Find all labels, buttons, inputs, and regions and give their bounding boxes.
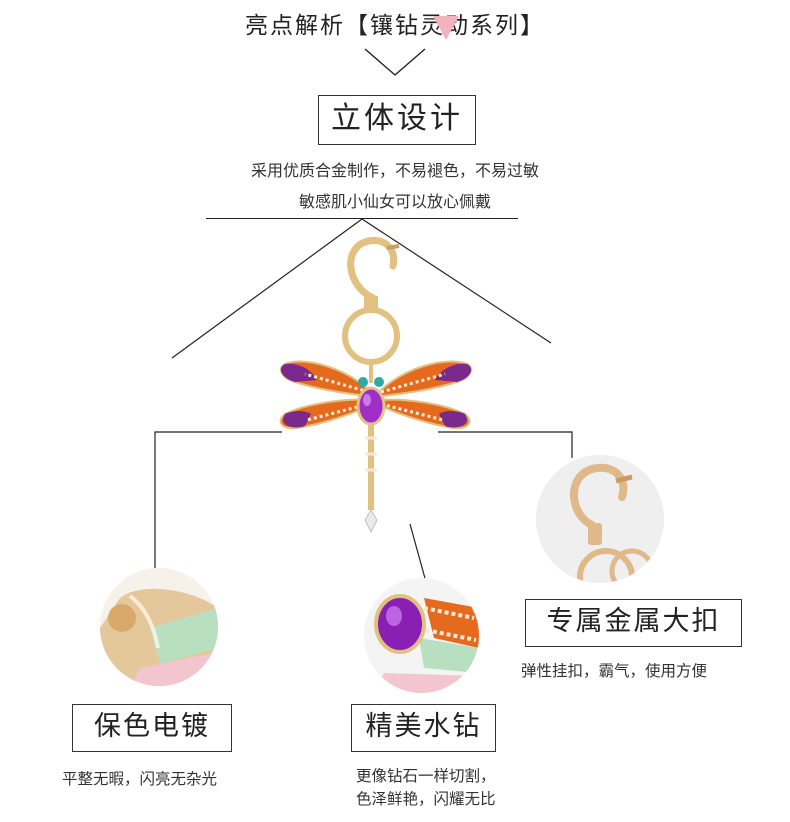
section-desc-line-1: 采用优质合金制作，不易褪色，不易过敏 bbox=[250, 161, 539, 180]
page-header-title: 亮点解析【镶钻灵动系列】 bbox=[245, 13, 545, 39]
feature-caption-rhinestone-line-2: 色泽鲜艳，闪耀无比 bbox=[356, 790, 496, 808]
feature-caption-plating: 平整无暇，闪亮无杂光 bbox=[62, 770, 218, 788]
feature-label-plating: 保色电镀 bbox=[72, 704, 232, 752]
divider-line bbox=[206, 218, 518, 219]
dragonfly-keychain-image bbox=[279, 237, 473, 534]
chevron-down-icon bbox=[364, 48, 426, 76]
section-title-box: 立体设计 bbox=[318, 95, 476, 145]
rhinestone-closeup-image bbox=[364, 578, 479, 693]
clasp-closeup-image bbox=[536, 455, 664, 583]
feature-caption-clasp: 弹性挂扣，霸气，使用方便 bbox=[521, 662, 708, 680]
feature-label-rhinestone: 精美水钻 bbox=[351, 704, 496, 752]
pink-triangle-decoration bbox=[433, 16, 459, 40]
plating-closeup-image bbox=[100, 568, 218, 686]
section-desc-line-2: 敏感肌小仙女可以放心佩戴 bbox=[298, 192, 491, 211]
feature-label-clasp: 专属金属大扣 bbox=[525, 599, 742, 647]
feature-caption-rhinestone-line-1: 更像钻石一样切割， bbox=[356, 767, 496, 785]
